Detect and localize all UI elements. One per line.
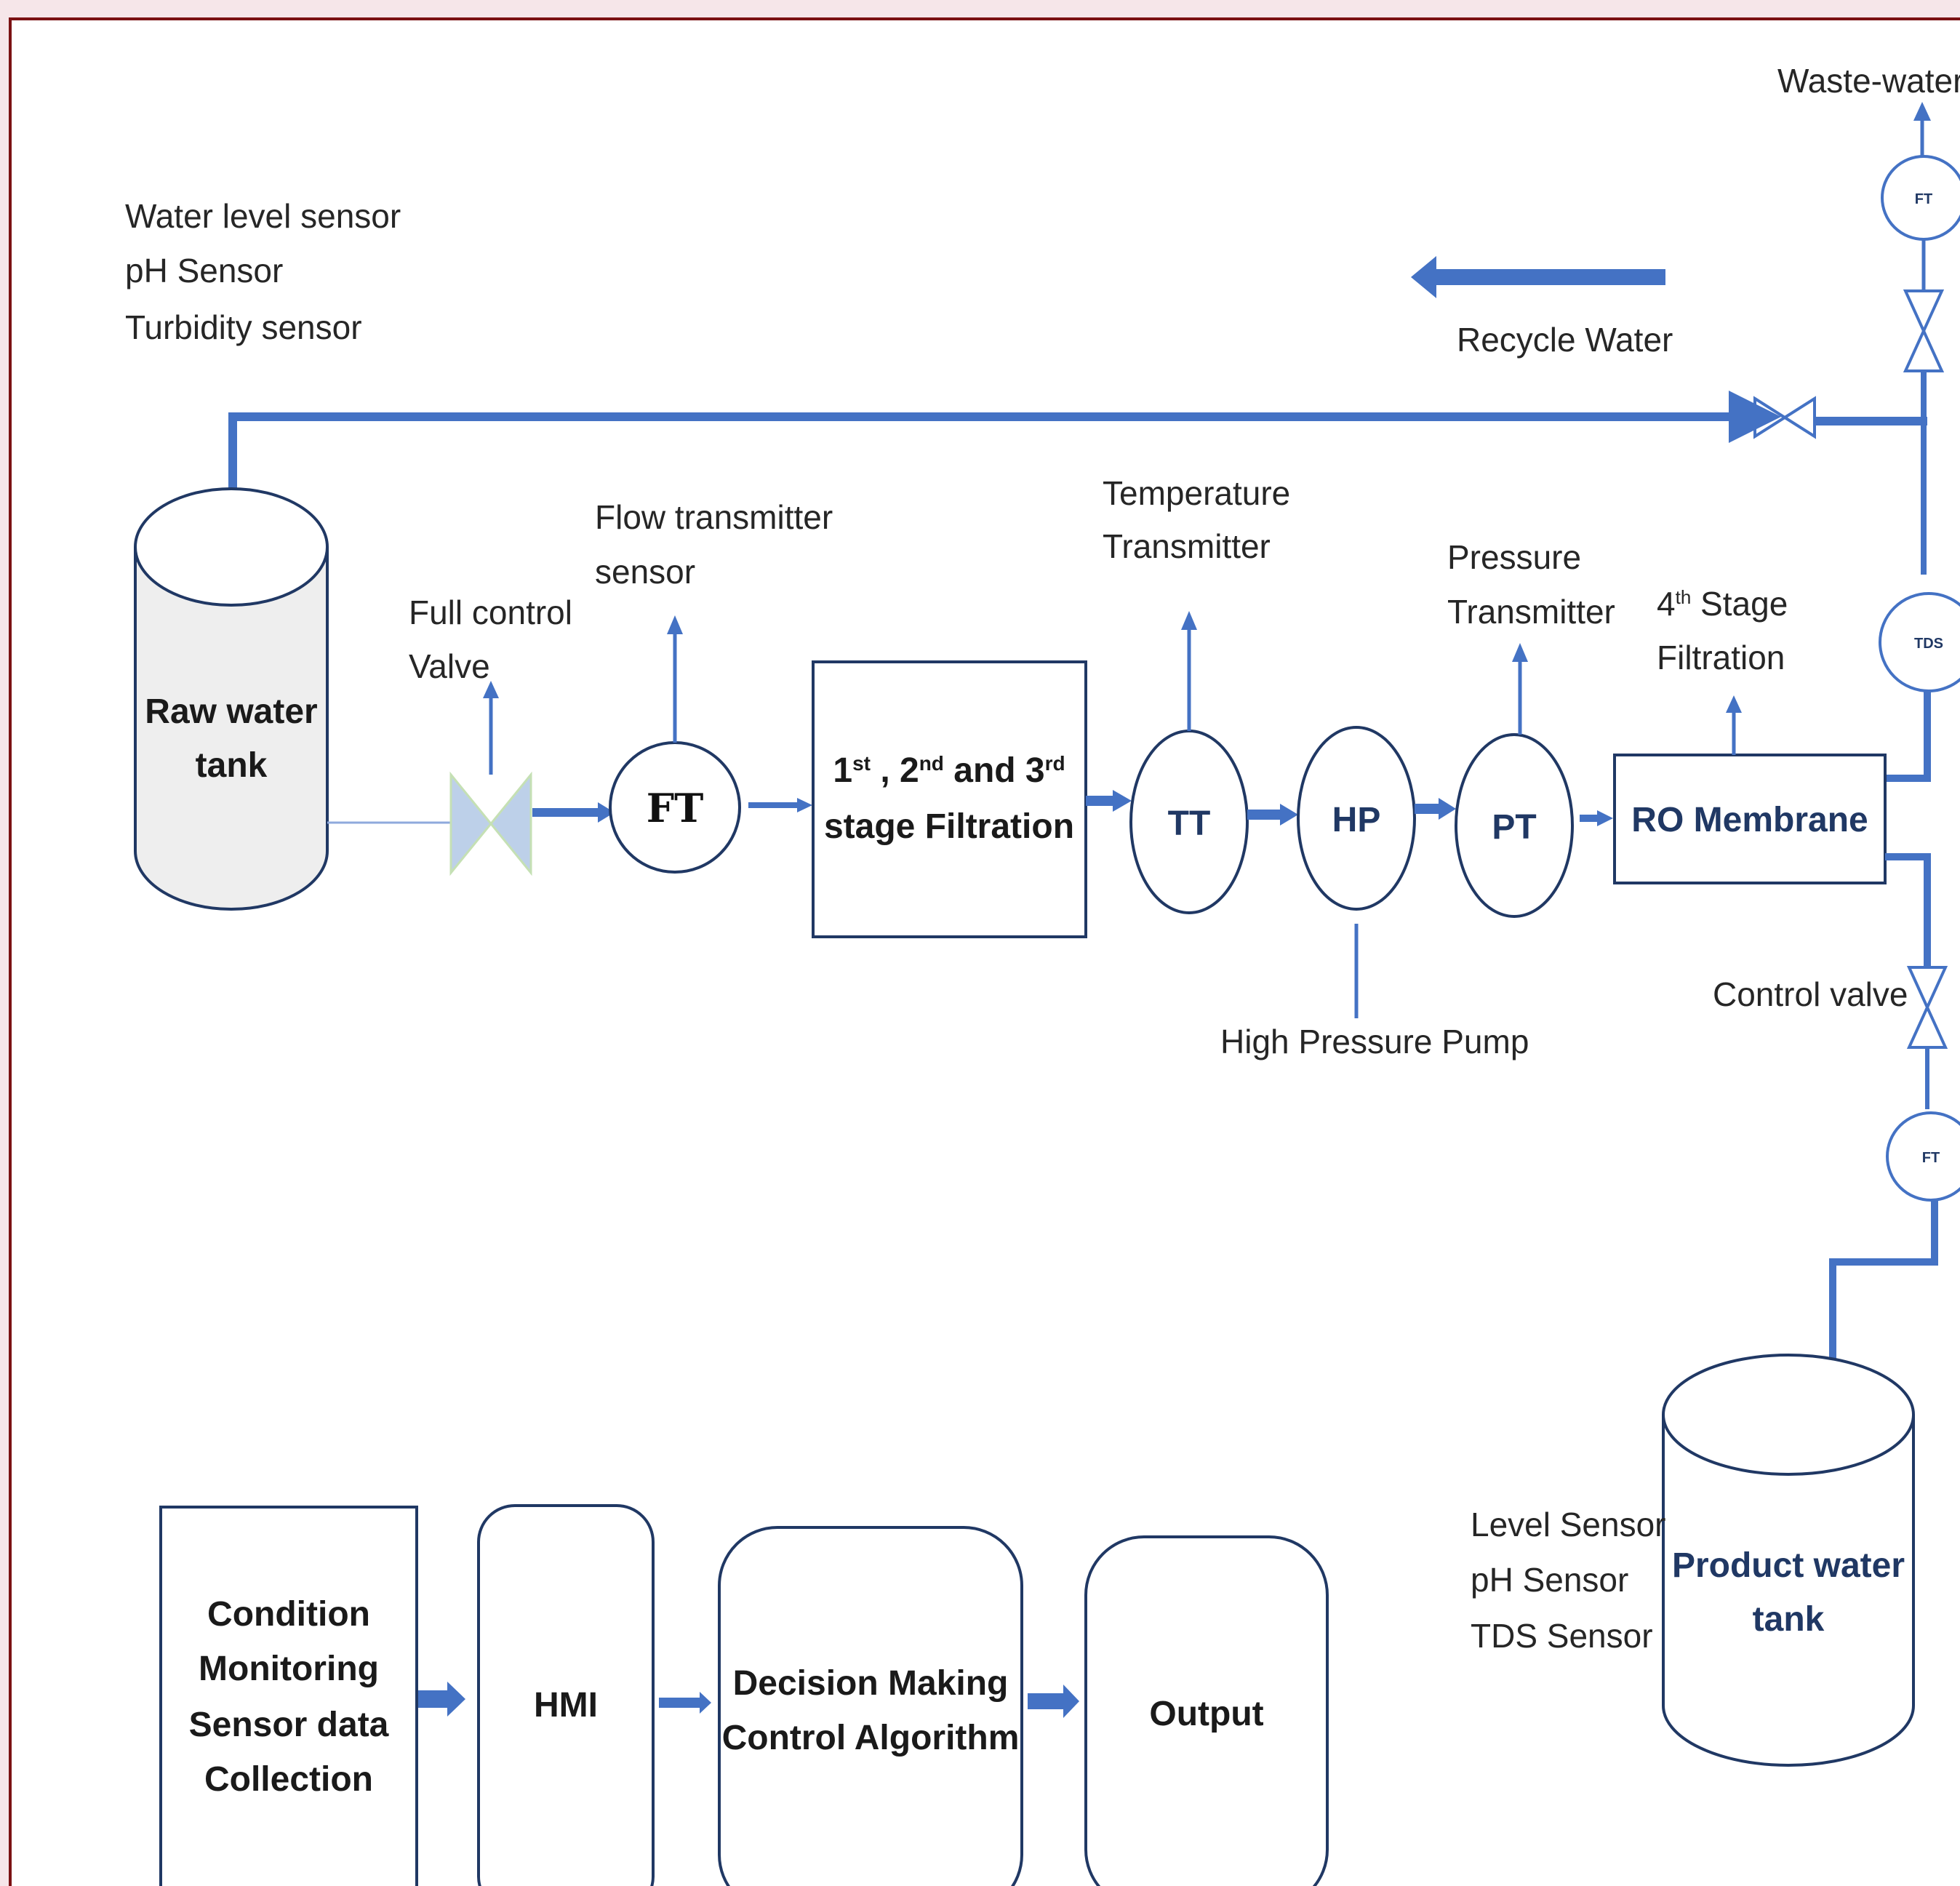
ro-membrane-box bbox=[1613, 754, 1887, 884]
turbidity-sensor-label: Turbidity sensor bbox=[125, 308, 362, 346]
pt-signal-arrowhead bbox=[1512, 643, 1528, 662]
condition-monitoring-box bbox=[159, 1506, 418, 1886]
temperature-transmitter-label-line1: Temperature bbox=[1103, 474, 1290, 512]
arrow-cm-to-hmi-shaft bbox=[418, 1690, 449, 1708]
hmi-box bbox=[477, 1504, 655, 1886]
water-level-sensor-label: Water level sensor bbox=[125, 197, 401, 235]
waste-control-valve[interactable] bbox=[1903, 289, 1945, 372]
product-tank-sensor-labels: Level Sensor pH Sensor TDS Sensor bbox=[1471, 1506, 1666, 1655]
decision-making-line1: Decision Making bbox=[733, 1664, 1009, 1703]
pipe-tt-to-hp-arrowhead bbox=[1280, 804, 1298, 826]
fourth-stage-label-line2: Filtration bbox=[1657, 639, 1785, 676]
hp-label: HP bbox=[1332, 801, 1381, 839]
recycle-water-arrow-shaft bbox=[1429, 269, 1665, 285]
tt-signal-arrowhead bbox=[1181, 611, 1197, 630]
output-box bbox=[1084, 1535, 1329, 1886]
flow-transmitter-label-line1: Flow transmitter bbox=[595, 498, 833, 536]
pipe-hp-to-pt-arrowhead bbox=[1439, 798, 1456, 820]
arrow-hmi-to-decision-shaft bbox=[659, 1698, 703, 1708]
raw-tank-label-line2: tank bbox=[196, 746, 268, 785]
waste-water-label: Waste-water bbox=[1777, 62, 1960, 100]
filtration-label-line2: stage Filtration bbox=[824, 807, 1074, 846]
high-pressure-pump[interactable] bbox=[1297, 726, 1416, 911]
output-label: Output bbox=[1149, 1695, 1263, 1733]
product-control-valve[interactable] bbox=[1906, 966, 1948, 1049]
hmi-label: HMI bbox=[534, 1686, 598, 1725]
full-control-valve-label-line2: Valve bbox=[409, 647, 490, 685]
arrow-decision-to-output-head bbox=[1063, 1685, 1079, 1718]
full-control-valve-label-line1: Full control bbox=[409, 594, 572, 631]
pressure-transmitter-label-line1: Pressure bbox=[1447, 538, 1581, 576]
stage-1-3-filtration-box bbox=[812, 660, 1087, 938]
control-valve-label: Control valve bbox=[1713, 975, 1908, 1013]
tt-label: TT bbox=[1168, 804, 1211, 843]
pressure-transmitter-label-line2: Transmitter bbox=[1447, 593, 1615, 631]
decision-making-line2: Control Algorithm bbox=[722, 1719, 1020, 1757]
ft-signal-arrowhead bbox=[667, 615, 683, 634]
tds-label: TDS bbox=[1914, 636, 1943, 652]
product-ft-label: FT bbox=[1922, 1150, 1940, 1166]
pipe-ft-to-filtration-arrowhead bbox=[797, 798, 812, 812]
product-ph-sensor-label: pH Sensor bbox=[1471, 1561, 1628, 1599]
filtration-label-line1: 1st , 2nd and 3rd bbox=[833, 751, 1065, 790]
pipe-filtration-to-tt-arrowhead bbox=[1113, 790, 1132, 812]
pt-label: PT bbox=[1492, 808, 1536, 847]
level-sensor-label: Level Sensor bbox=[1471, 1506, 1666, 1543]
ft-main-label: FT bbox=[647, 785, 704, 831]
product-fill-pipe bbox=[1829, 1200, 1938, 1389]
high-pressure-pump-label: High Pressure Pump bbox=[1220, 1023, 1529, 1060]
raw-water-tank: Raw water tank bbox=[134, 487, 329, 911]
raw-tank-sensor-labels: Water level sensor pH Sensor Turbidity s… bbox=[125, 197, 401, 346]
waste-ft-label: FT bbox=[1915, 191, 1932, 207]
arrow-hmi-to-decision-head bbox=[700, 1692, 711, 1714]
condition-monitoring-line3: Sensor data bbox=[189, 1706, 389, 1744]
recycle-valve[interactable] bbox=[1753, 396, 1816, 439]
full-control-valve[interactable] bbox=[449, 771, 532, 876]
recycle-water-label: Recycle Water bbox=[1457, 321, 1673, 359]
condition-monitoring-line2: Monitoring bbox=[199, 1650, 379, 1688]
decision-making-box bbox=[718, 1526, 1023, 1886]
ph-sensor-label: pH Sensor bbox=[125, 252, 283, 289]
tds-sensor-label: TDS Sensor bbox=[1471, 1617, 1653, 1655]
full-control-valve-signal-arrowhead bbox=[483, 681, 499, 698]
product-tank-label-line1: Product water bbox=[1672, 1546, 1905, 1585]
pressure-transmitter[interactable] bbox=[1455, 733, 1574, 918]
ro-product-pipe bbox=[1885, 853, 1931, 967]
pipe-valve-to-ft-arrowhead bbox=[598, 802, 615, 823]
arrow-cm-to-hmi-head bbox=[447, 1682, 465, 1717]
waste-water-arrowhead bbox=[1913, 102, 1931, 121]
condition-monitoring-line1: Condition bbox=[207, 1595, 370, 1634]
fourth-stage-signal-arrowhead bbox=[1726, 695, 1742, 713]
temperature-transmitter-label-line2: Transmitter bbox=[1103, 527, 1271, 565]
raw-tank-label-line1: Raw water bbox=[145, 692, 317, 731]
condition-monitoring-line4: Collection bbox=[204, 1760, 373, 1799]
recycle-water-arrowhead bbox=[1411, 256, 1436, 298]
pipe-pt-to-ro-arrowhead bbox=[1597, 810, 1613, 826]
fourth-stage-label-line1: 4th Stage bbox=[1657, 585, 1788, 623]
ro-membrane-label: RO Membrane bbox=[1631, 801, 1868, 839]
product-water-tank: Product water tank bbox=[1662, 1354, 1915, 1767]
product-tank-label-line2: tank bbox=[1753, 1600, 1825, 1639]
control-flow: Condition Monitoring Sensor data Collect… bbox=[159, 1504, 1329, 1886]
ro-reject-pipe bbox=[1884, 691, 1931, 782]
flow-transmitter-label-line2: sensor bbox=[595, 553, 695, 591]
arrow-decision-to-output-shaft bbox=[1028, 1693, 1065, 1709]
